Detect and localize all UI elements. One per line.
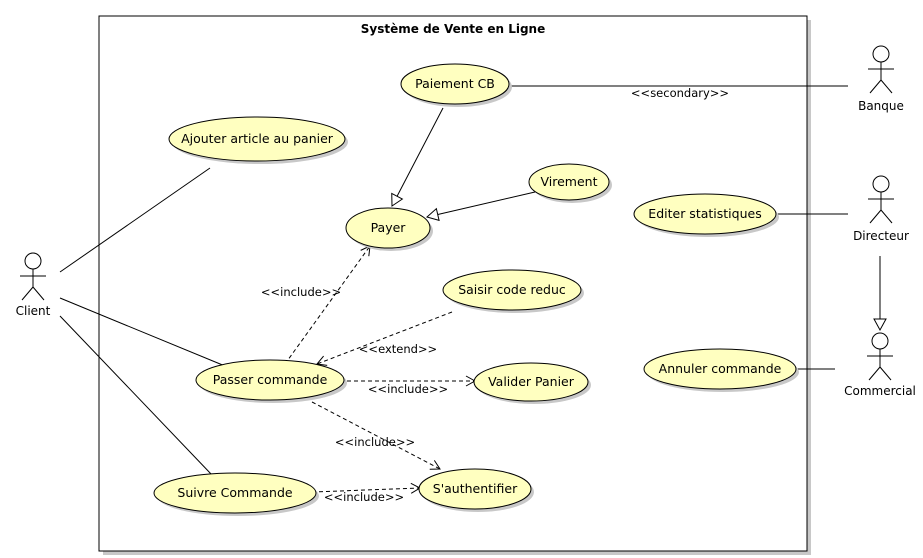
actors: Client Banque Directeur Commercial <box>16 45 916 398</box>
dep-passer-payer <box>284 245 371 365</box>
use-case-ajouter-article[interactable]: Ajouter article au panier <box>168 116 348 164</box>
use-case-paiement-cb-label: Paiement CB <box>415 76 495 91</box>
use-case-passer-commande[interactable]: Passer commande <box>195 359 347 403</box>
use-case-virement[interactable]: Virement <box>528 163 612 203</box>
use-case-virement-label: Virement <box>541 174 598 189</box>
assoc-client-ajouter <box>59 167 211 273</box>
use-case-suivre-commande-label: Suivre Commande <box>177 485 293 500</box>
relationship-labels: <<secondary>> <<include>> <<extend>> <<i… <box>261 86 729 504</box>
label-include-valider: <<include>> <box>368 382 448 396</box>
actor-client[interactable] <box>20 252 46 301</box>
use-case-suivre-commande[interactable]: Suivre Commande <box>153 472 319 516</box>
actor-banque-head-icon <box>872 45 890 63</box>
dependencies <box>284 245 477 494</box>
generalizations <box>391 107 887 332</box>
use-cases: Paiement CB Ajouter article au panier Vi… <box>153 63 799 516</box>
use-case-ajouter-article-label: Ajouter article au panier <box>181 131 334 146</box>
use-case-annuler-commande[interactable]: Annuler commande <box>643 348 799 392</box>
actor-client-label: Client <box>16 304 51 318</box>
actor-banque[interactable] <box>868 45 894 94</box>
system-title: Système de Vente en Ligne <box>361 22 545 36</box>
use-case-editer-statistiques-label: Editer statistiques <box>648 206 761 221</box>
assoc-client-suivre <box>59 315 213 476</box>
actor-commercial[interactable] <box>867 332 893 381</box>
use-case-paiement-cb[interactable]: Paiement CB <box>400 63 512 107</box>
assoc-client-passer <box>59 297 226 367</box>
use-case-sauthentifier-label: S'authentifier <box>433 481 518 496</box>
use-case-editer-statistiques[interactable]: Editer statistiques <box>633 193 779 237</box>
use-case-saisir-code-reduc[interactable]: Saisir code reduc <box>442 269 584 313</box>
actor-commercial-head-icon <box>871 332 889 350</box>
label-extend: <<extend>> <box>359 342 437 356</box>
associations <box>59 85 848 476</box>
label-secondary: <<secondary>> <box>631 86 729 100</box>
use-case-annuler-commande-label: Annuler commande <box>659 361 782 376</box>
use-case-payer[interactable]: Payer <box>345 207 433 251</box>
label-include-auth-suivre: <<include>> <box>324 490 404 504</box>
dep-passer-auth <box>311 401 441 470</box>
label-include-auth-passer: <<include>> <box>335 435 415 449</box>
actor-commercial-label: Commercial <box>844 384 916 398</box>
use-case-valider-panier-label: Valider Panier <box>488 374 575 389</box>
gen-virement-payer <box>425 191 536 222</box>
label-include-payer: <<include>> <box>261 285 341 299</box>
use-case-sauthentifier[interactable]: S'authentifier <box>418 468 534 512</box>
actor-directeur-label: Directeur <box>853 229 909 243</box>
use-case-payer-label: Payer <box>371 220 407 235</box>
dep-code-passer <box>316 311 453 366</box>
use-case-passer-commande-label: Passer commande <box>213 372 328 387</box>
actor-directeur-head-icon <box>872 175 890 193</box>
actor-client-head-icon <box>24 252 42 270</box>
actor-banque-label: Banque <box>858 99 904 113</box>
use-case-saisir-code-reduc-label: Saisir code reduc <box>458 282 566 297</box>
gen-paiement-payer <box>391 107 444 207</box>
actor-directeur[interactable] <box>868 175 894 224</box>
use-case-valider-panier[interactable]: Valider Panier <box>473 362 591 404</box>
